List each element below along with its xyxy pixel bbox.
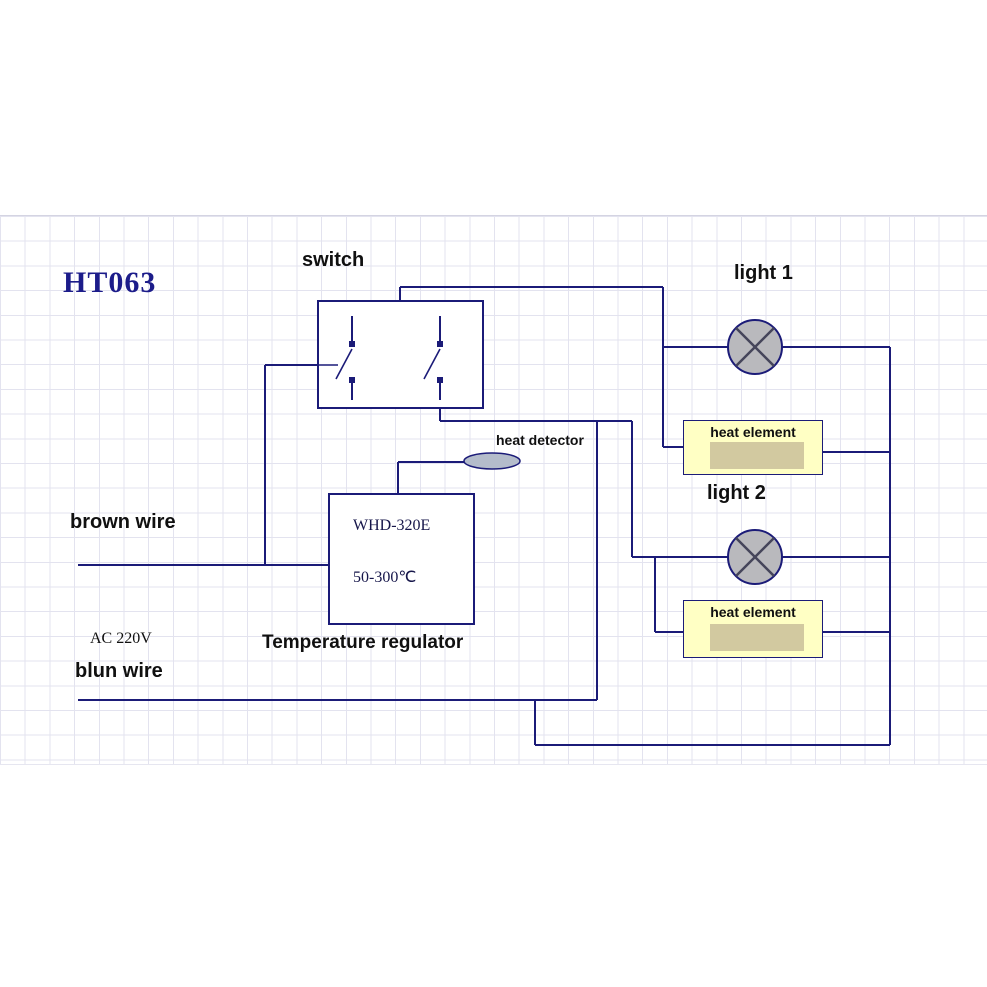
diagram-title: HT063 <box>63 266 157 299</box>
heat-element-2-core <box>710 624 804 651</box>
switch-pole-1 <box>335 316 355 400</box>
heat-detector-symbol <box>463 452 521 470</box>
heat-element-1-box: heat element <box>683 420 823 475</box>
light1-label: light 1 <box>734 262 793 284</box>
switch-pole-2 <box>423 316 443 400</box>
regulator-range-text: 50-300℃ <box>353 569 417 586</box>
wire-segments <box>78 286 891 746</box>
switch-label: switch <box>302 249 365 271</box>
heat-element-2-label: heat element <box>710 604 796 620</box>
heat-element-2-box: heat element <box>683 600 823 658</box>
switch-symbol <box>317 300 484 409</box>
temperature-regulator-box: WHD-320E 50-300℃ <box>328 493 475 625</box>
grid-background <box>0 215 987 765</box>
lamp-2-symbol <box>727 529 783 585</box>
light2-label: light 2 <box>707 482 766 504</box>
temperature-regulator-label: Temperature regulator <box>262 632 464 653</box>
blue-wire-label: blun wire <box>75 660 163 682</box>
switch-box <box>317 300 484 409</box>
regulator-model-text: WHD-320E <box>353 517 431 534</box>
brown-wire-label: brown wire <box>70 511 176 533</box>
heat-detector-label: heat detector <box>496 432 584 448</box>
ac-supply-label: AC 220V <box>90 630 152 647</box>
heat-element-1-core <box>710 442 804 469</box>
lamp-1-symbol <box>727 319 783 375</box>
heat-element-1-label: heat element <box>710 424 796 440</box>
